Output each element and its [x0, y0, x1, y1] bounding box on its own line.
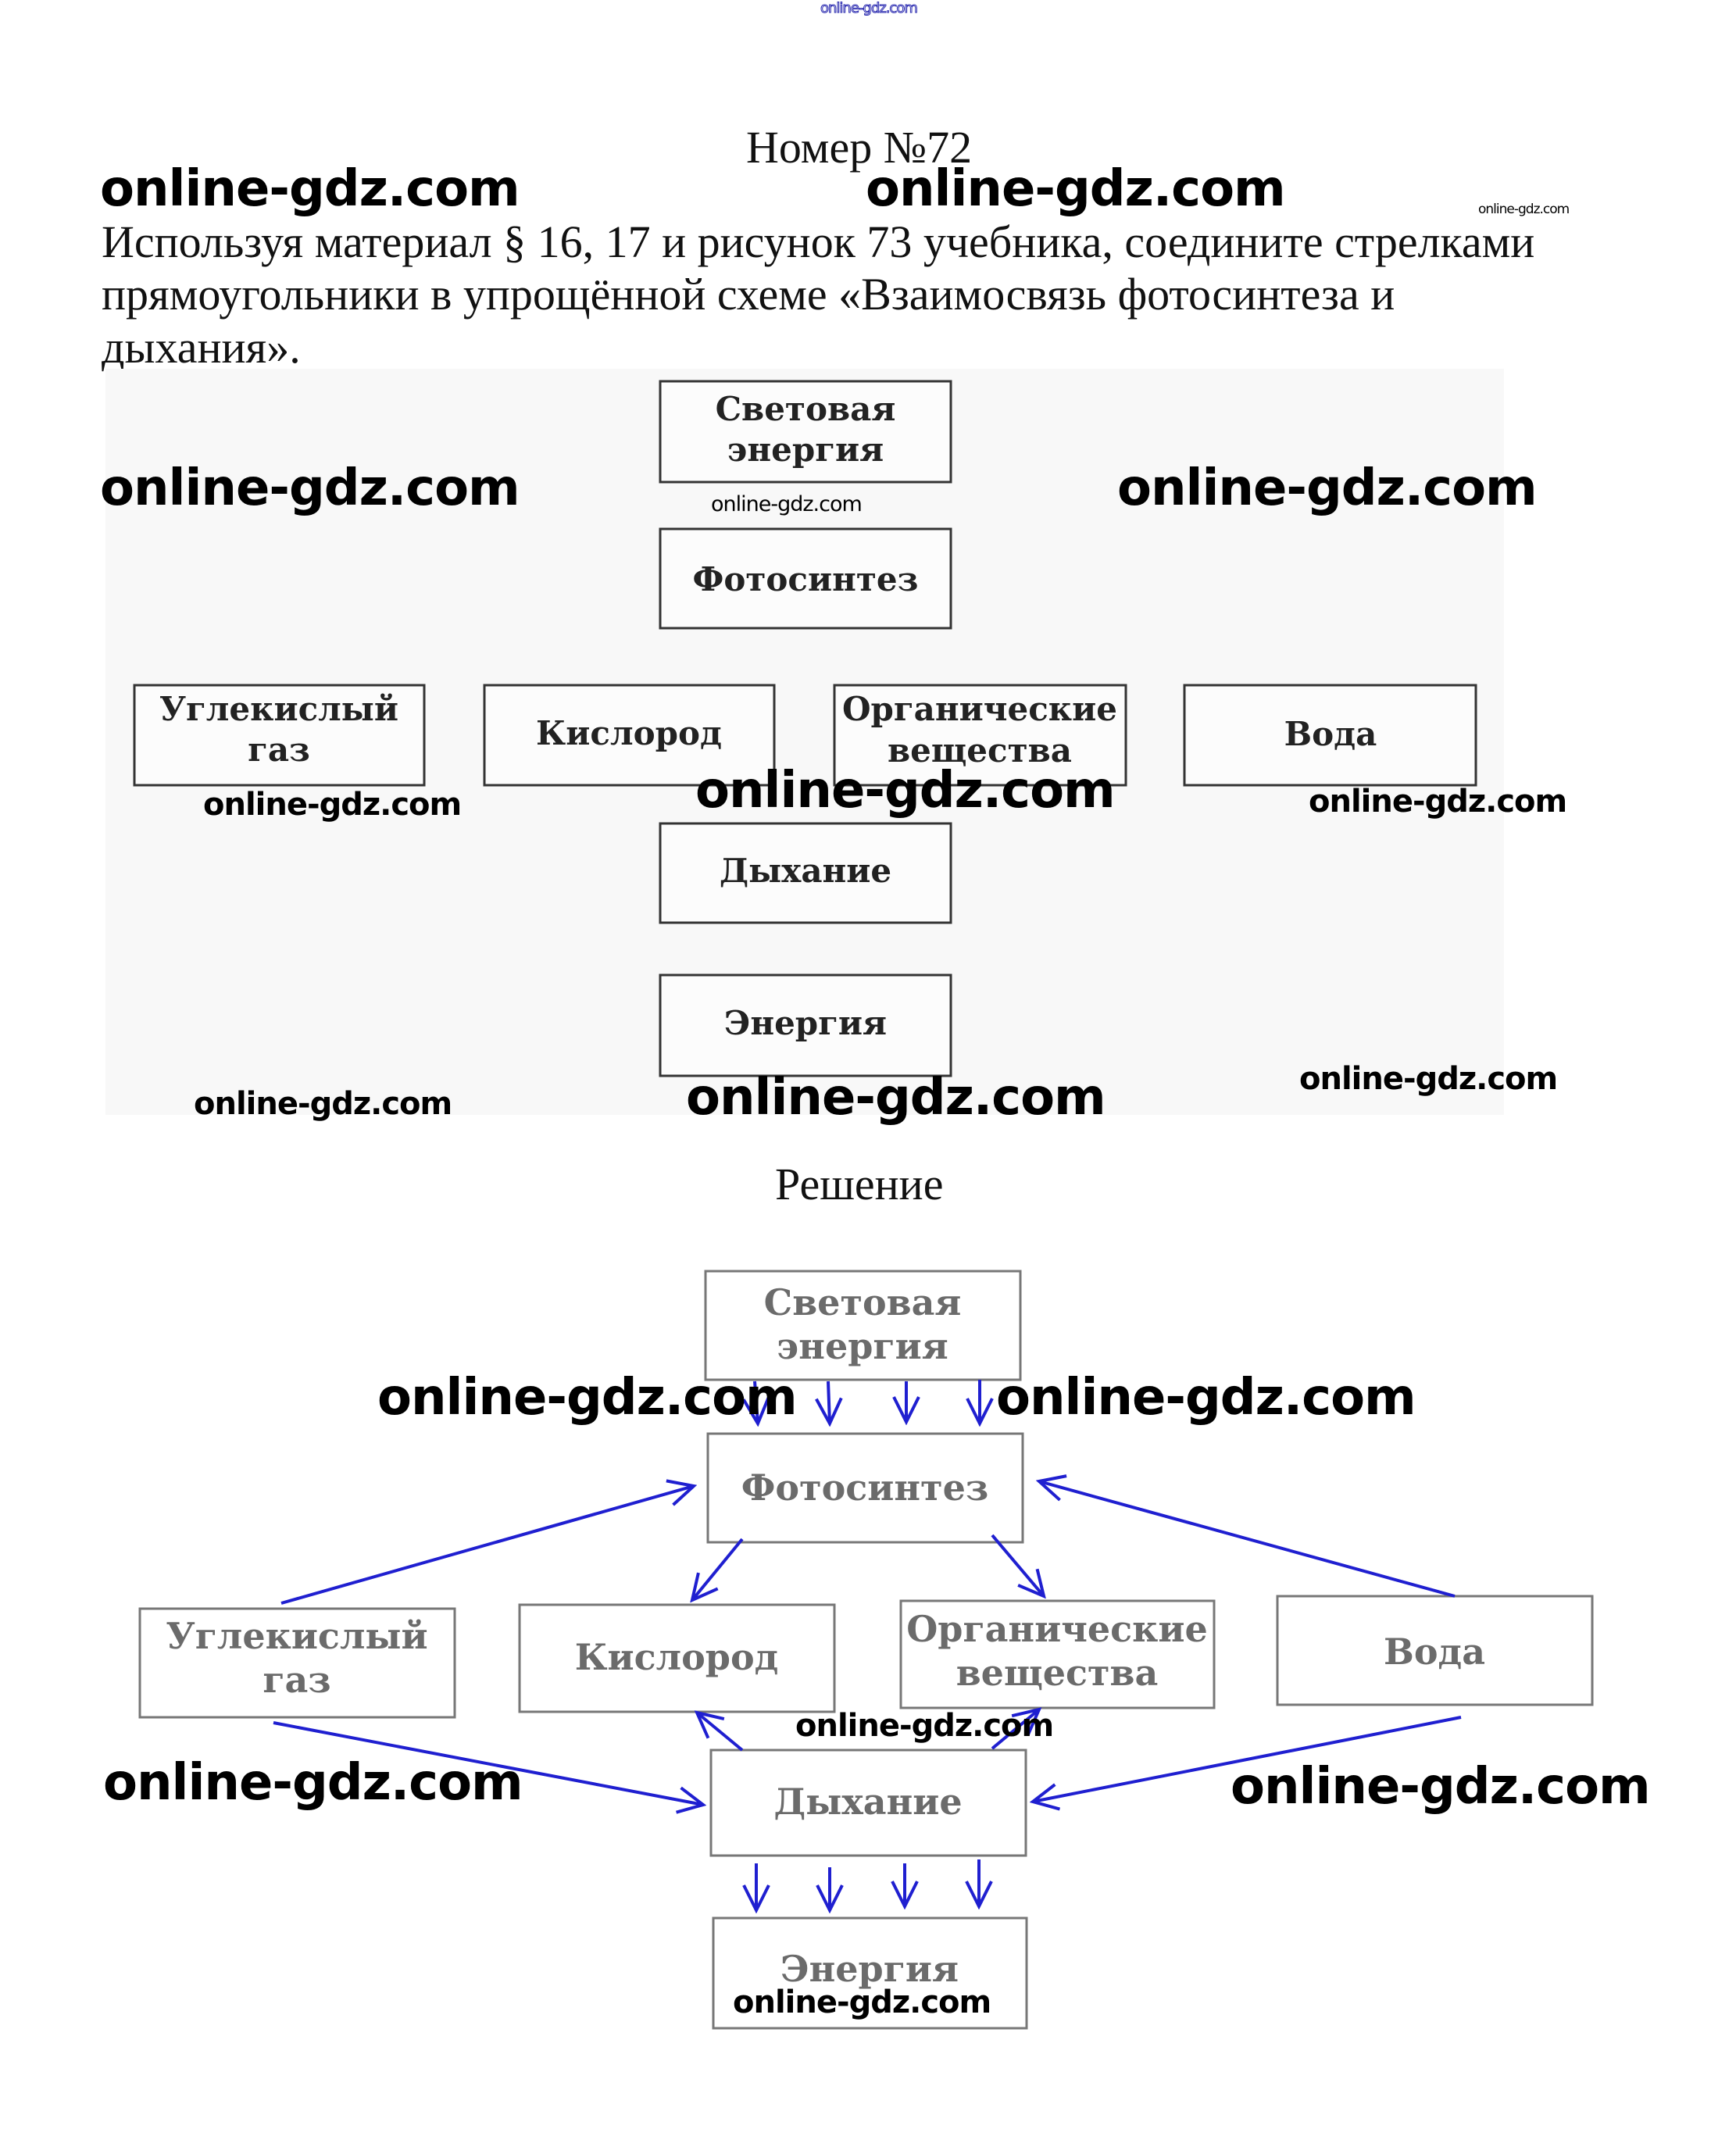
solution-box-label: Дыхание	[773, 1781, 962, 1823]
arrow-photosynthesis-to-organic	[991, 1534, 1044, 1596]
watermark: online-gdz.com	[103, 1754, 523, 1812]
watermark: online-gdz.com	[695, 762, 1116, 820]
task-box-label: газ	[248, 731, 310, 769]
solution-box-label: газ	[263, 1659, 330, 1701]
arrow-light-to-photosynthesis	[828, 1381, 830, 1424]
solution-box-label: Световая	[764, 1281, 962, 1323]
watermark: online-gdz.com	[686, 1069, 1106, 1127]
task-box-label: вещества	[888, 731, 1072, 770]
solution-box-label: Вода	[1384, 1631, 1485, 1673]
task-box-label: Световая	[716, 390, 896, 428]
arrow-respiration-to-organic	[991, 1709, 1039, 1750]
task-box-oxygen	[483, 684, 776, 787]
solution-box-organic	[899, 1599, 1216, 1709]
watermark: online-gdz.com	[1117, 459, 1538, 517]
solution-box-label: Кислород	[575, 1636, 779, 1678]
arrow-respiration-to-oxygen	[697, 1713, 744, 1752]
arrow-water-to-photosynthesis	[1039, 1481, 1456, 1598]
watermark: online-gdz.com	[866, 160, 1286, 218]
task-box-photosynthesis	[659, 527, 952, 630]
task-box-light-energy	[659, 380, 952, 484]
watermark: online-gdz.com	[733, 1984, 991, 2020]
solution-box-label: Углекислый	[166, 1615, 427, 1657]
arrow-water-to-respiration	[1033, 1716, 1462, 1802]
task-box-label: Энергия	[724, 1004, 887, 1042]
watermark: online-gdz.com	[100, 459, 520, 517]
solution-diagram	[138, 1270, 1594, 2030]
watermark: online-gdz.com	[711, 492, 863, 516]
solution-box-carbon-dioxide	[138, 1607, 456, 1719]
task-box-label: Вода	[1284, 715, 1377, 753]
solution-box-label: вещества	[956, 1652, 1159, 1694]
arrow-co2-to-photosynthesis	[280, 1486, 694, 1605]
solution-heading: Решение	[775, 1159, 944, 1209]
watermark: online-gdz.com	[1299, 1061, 1558, 1097]
task-box-energy	[659, 973, 952, 1077]
task-text-line: Используя материал § 16, 17 и рисунок 73…	[102, 216, 1535, 267]
solution-box-energy	[712, 1916, 1028, 2030]
arrow-photosynthesis-to-oxygen	[692, 1538, 744, 1600]
task-box-label: Дыхание	[720, 852, 891, 890]
task-box-label: энергия	[727, 430, 884, 469]
task-diagram	[133, 380, 1477, 1077]
solution-box-water	[1276, 1595, 1594, 1706]
task-box-water	[1183, 684, 1477, 787]
watermark: online-gdz.com	[1309, 784, 1567, 820]
solution-box-label: энергия	[777, 1325, 948, 1367]
watermark: online-gdz.com	[996, 1369, 1416, 1427]
watermark: online-gdz.com	[100, 160, 520, 218]
task-text-line: прямоугольники в упрощённой схеме «Взаим…	[102, 269, 1395, 320]
solution-box-label: Фотосинтез	[741, 1466, 988, 1509]
top-watermark: online-gdz.com	[820, 0, 919, 17]
task-box-label: Органические	[842, 690, 1117, 728]
arrow-co2-to-respiration	[273, 1721, 703, 1805]
solution-box-photosynthesis	[706, 1432, 1024, 1544]
task-box-respiration	[659, 822, 952, 924]
task-box-carbon-dioxide	[133, 684, 426, 787]
watermark: online-gdz.com	[795, 1708, 1054, 1744]
arrow-light-to-photosynthesis	[755, 1381, 758, 1424]
watermark: online-gdz.com	[194, 1086, 452, 1122]
task-box-label: Углекислый	[159, 690, 398, 728]
solution-box-light-energy	[704, 1270, 1022, 1381]
task-text-line: дыхания».	[102, 322, 301, 373]
solution-box-respiration	[709, 1749, 1027, 1857]
task-box-label: Кислород	[536, 714, 722, 752]
page-title: Номер №72	[746, 122, 973, 173]
solution-box-oxygen	[518, 1603, 836, 1713]
solution-box-label: Энергия	[780, 1948, 959, 1990]
task-box-label: Фотосинтез	[693, 560, 919, 598]
watermark: online-gdz.com	[1231, 1758, 1651, 1816]
watermark: online-gdz.com	[377, 1369, 798, 1427]
solution-arrows	[273, 1380, 1462, 1910]
watermark: online-gdz.com	[1478, 202, 1570, 217]
watermark: online-gdz.com	[203, 787, 462, 823]
solution-box-label: Органические	[906, 1608, 1208, 1650]
task-box-organic	[833, 684, 1127, 787]
